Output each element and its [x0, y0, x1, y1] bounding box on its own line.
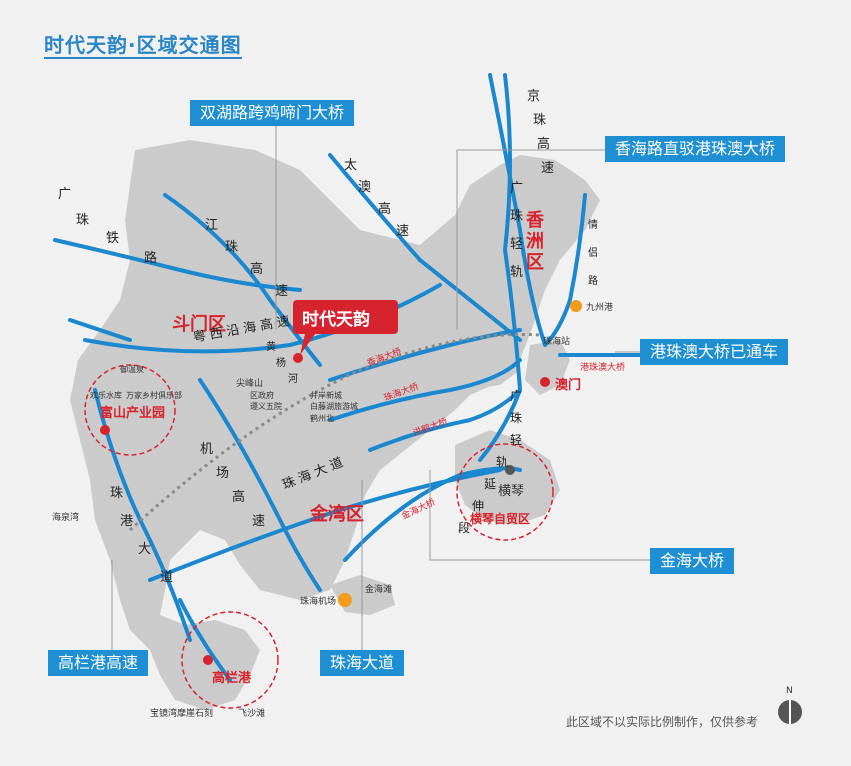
project-name: 时代天韵: [302, 310, 370, 330]
place-jinhaitan: 金海滩: [365, 585, 393, 595]
airport-icon: [338, 593, 352, 607]
district-doumen: 斗门区: [172, 314, 226, 335]
jingzhu-expressway: [488, 73, 547, 347]
compass-icon: [778, 700, 802, 724]
place-shuishang: 欢乐水库: [90, 391, 122, 400]
place-feisha: 飞沙滩: [238, 709, 266, 719]
project-marker: [293, 300, 398, 355]
road-jiangzhu: 江珠高速: [205, 218, 289, 299]
zone-circles: [84, 364, 554, 709]
disclaimer: 此区域不以实际比例制作，仅供参考: [566, 715, 759, 729]
guangzhu-rail: [53, 238, 302, 292]
west-road: [68, 318, 132, 342]
road-airport: 机场高速: [200, 442, 266, 529]
taiao-expressway: [328, 153, 522, 342]
jinhai-bridge-road: [343, 466, 522, 562]
callout-xianghai: 香海路直驳港珠澳大桥: [605, 136, 786, 162]
bridge-hzmb: 港珠澳大桥: [580, 363, 626, 373]
callout-zhuhai-ave: 珠海大道: [320, 650, 405, 676]
place-macau: 澳门: [555, 378, 582, 393]
qinglv-road: [543, 193, 587, 347]
place-zunyi: 遵义五院: [250, 402, 282, 411]
zhuhai-bridge-road: [328, 358, 522, 422]
guangzhu-light-rail: [478, 73, 523, 462]
place-qiaohu: 鹤州北: [310, 414, 334, 423]
port-icon: [570, 300, 582, 312]
road-zhugang: 珠港大道: [110, 486, 174, 585]
place-jiuzhou: 九州港: [586, 303, 614, 313]
callout-gaolan-hw: 高栏港高速: [48, 650, 149, 676]
road-jingzhu: 京珠高速: [527, 89, 555, 176]
leaders: [111, 125, 660, 655]
zone-hengqin: 横琴自贸区: [470, 512, 531, 526]
hongqi-road: [368, 388, 522, 452]
zone-fushan: 富山产业园: [100, 406, 166, 421]
zone-gaolan: 高栏港: [212, 671, 252, 686]
place-haiquanwan: 海泉湾: [52, 513, 80, 523]
place-jishan: 井岸新城: [310, 391, 342, 400]
place-jianfeng: 尖峰山: [236, 379, 264, 389]
gaolan-road: [178, 598, 232, 682]
road-taiao: 太澳高速: [344, 158, 410, 239]
place-quzhengfu: 区政府: [250, 391, 274, 400]
callout-jinhai: 金海大桥: [650, 548, 735, 574]
place-yuwenquan: 御温泉: [120, 365, 144, 374]
place-airport: 珠海机场: [300, 597, 337, 607]
pins: [100, 353, 550, 665]
road-guangzhu-rail: 广珠铁路: [58, 187, 157, 266]
road-qinglv: 情侣路: [588, 220, 598, 287]
district-xiangzhou: 香洲区: [526, 210, 544, 273]
road-guangzhu-light: 广珠轻轨: [510, 181, 524, 280]
place-hengqin: 横琴: [498, 484, 525, 499]
hengqin-dot: [505, 465, 515, 475]
road-light-ext: 广珠轻轨延伸段: [458, 389, 523, 535]
planned-rail: [128, 332, 541, 532]
district-jinwan: 金湾区: [310, 504, 364, 525]
place-wanjia: 万家乡村俱乐部: [126, 391, 182, 400]
place-baojing: 宝镜湾摩崖石刻: [150, 709, 214, 719]
place-baiteng: 白藤湖旅游城: [310, 402, 358, 411]
north-label: N: [786, 686, 793, 696]
map-title: 时代天韵·区域交通图: [44, 33, 242, 59]
place-zhuhai-station: 珠海站: [543, 337, 571, 347]
airport-expressway: [198, 378, 322, 592]
river-huangyang: 黄杨河: [266, 342, 298, 385]
callout-hzmb: 港珠澳大桥已通车: [640, 339, 789, 365]
callout-shuanghu: 双湖路跨鸡啼门大桥: [190, 100, 355, 126]
